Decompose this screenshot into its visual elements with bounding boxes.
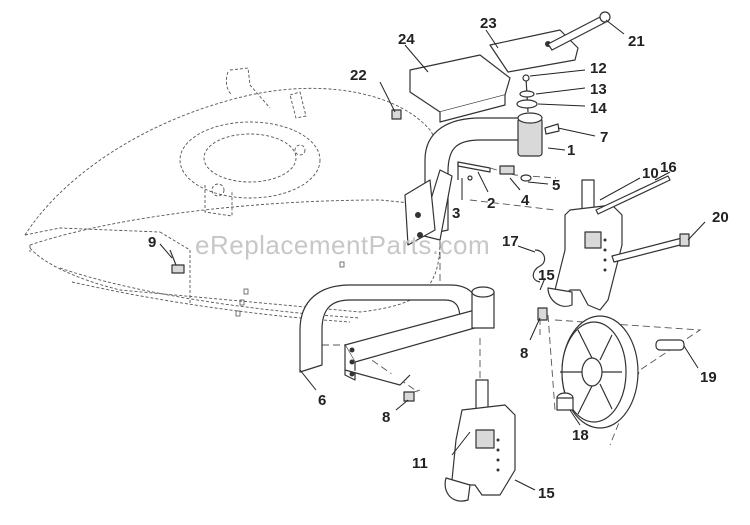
callout-1: 1 <box>567 142 575 159</box>
callout-13: 13 <box>590 81 607 98</box>
callout-12: 12 <box>590 60 607 77</box>
leader-lines <box>159 19 706 491</box>
callout-15b: 15 <box>538 485 555 502</box>
callout-17: 17 <box>502 233 519 250</box>
callout-5: 5 <box>552 177 560 194</box>
callout-22: 22 <box>350 67 367 84</box>
callouts: 1 2 3 4 5 6 7 8 8 9 10 11 12 13 14 15 15… <box>148 15 729 502</box>
callout-19: 19 <box>700 369 717 386</box>
wheel-assembly <box>556 315 685 429</box>
bracket-assembly-6 <box>169 249 495 402</box>
callout-24: 24 <box>398 31 415 48</box>
callout-15a: 15 <box>538 267 555 284</box>
mower-deck-outline <box>24 67 442 323</box>
bracket-assembly-upper <box>391 11 611 246</box>
callout-21: 21 <box>628 33 645 50</box>
callout-4: 4 <box>521 192 530 209</box>
callout-3: 3 <box>452 205 460 222</box>
callout-20: 20 <box>712 209 729 226</box>
callout-23: 23 <box>480 15 497 32</box>
callout-10: 10 <box>642 165 659 182</box>
callout-2: 2 <box>487 195 495 212</box>
caster-assembly-11 <box>444 379 516 502</box>
callout-16: 16 <box>660 159 677 176</box>
callout-8a: 8 <box>520 345 528 362</box>
watermark-text: eReplacementParts.com <box>195 230 490 260</box>
callout-7: 7 <box>600 129 608 146</box>
callout-11: 11 <box>412 455 428 472</box>
callout-18: 18 <box>572 427 589 444</box>
caster-assembly-10 <box>532 175 690 321</box>
callout-8b: 8 <box>382 409 390 426</box>
callout-14: 14 <box>590 100 607 117</box>
callout-9: 9 <box>148 234 156 251</box>
callout-6: 6 <box>318 392 326 409</box>
alignment-lines <box>300 167 702 446</box>
